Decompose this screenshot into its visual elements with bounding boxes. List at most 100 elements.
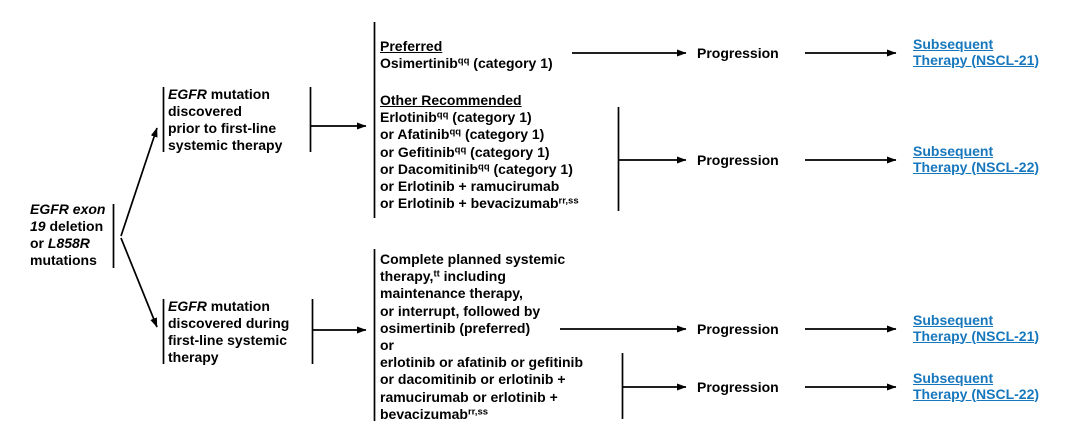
text-segment: discovered during: [168, 315, 290, 331]
text-segment: therapy: [168, 349, 219, 365]
text-segment: 19: [30, 218, 46, 234]
text-segment: maintenance therapy,: [380, 285, 523, 302]
text-segment: including: [439, 268, 506, 285]
link-line[interactable]: Therapy (NSCL-22): [913, 158, 1040, 175]
text-segment: or Erlotinib + ramucirumab: [380, 178, 560, 195]
text-line: or: [380, 337, 583, 354]
text-line: or interrupt, followed by: [380, 303, 583, 320]
text-segment: or Erlotinib + bevacizumab: [380, 195, 559, 212]
link-subsequent-therapy-nscl-22-top[interactable]: Subsequent Therapy (NSCL-22): [913, 143, 1040, 175]
text-segment: or dacomitinib or erlotinib +: [380, 371, 566, 388]
text-segment: L858R: [47, 235, 90, 251]
text-segment: deletion: [45, 218, 104, 234]
text-segment: or Gefitinib: [380, 143, 455, 160]
text-line: or dacomitinib or erlotinib +: [380, 371, 583, 388]
link-line[interactable]: Subsequent: [913, 143, 994, 159]
text-line: therapy: [168, 349, 289, 366]
link-line[interactable]: Therapy (NSCL-22): [913, 385, 1040, 402]
footnote-superscript: qq: [449, 126, 462, 138]
text-segment: systemic therapy: [168, 137, 283, 153]
progression-label-3: Progression: [697, 321, 779, 337]
progression-label-1: Progression: [697, 45, 779, 61]
text-line: ramucirumab or erlotinib +: [380, 389, 583, 406]
text-line: bevacizumabrr,ss: [380, 406, 583, 423]
link-subsequent-therapy-nscl-21-top[interactable]: Subsequent Therapy (NSCL-21): [913, 36, 1040, 68]
text-line: Preferred: [380, 38, 553, 55]
text-segment: Osimertinib: [380, 55, 458, 72]
progression-label-4: Progression: [697, 379, 779, 395]
text-line: EGFR mutation: [168, 86, 282, 103]
text-segment: erlotinib or afatinib or gefitinib: [380, 354, 583, 371]
text-segment: bevacizumab: [380, 405, 468, 422]
link-line[interactable]: Subsequent: [913, 36, 994, 52]
text-line: mutations: [30, 252, 105, 269]
text-segment: (category 1): [448, 109, 532, 126]
text-segment: first-line systemic: [168, 332, 288, 348]
text-segment: osimertinib (preferred): [380, 319, 531, 336]
text-segment: EGFR exon: [30, 201, 106, 217]
text-segment: or Afatinib: [380, 126, 450, 143]
link-subsequent-therapy-nscl-22-bottom[interactable]: Subsequent Therapy (NSCL-22): [913, 370, 1040, 402]
text-segment: (category 1): [466, 143, 550, 160]
text-segment: mutation: [206, 86, 270, 102]
text-line: osimertinib (preferred): [380, 320, 583, 337]
text-line: or Erlotinib + bevacizumabrr,ss: [380, 195, 579, 212]
text-line: 19 deletion: [30, 218, 105, 235]
text-segment: or interrupt, followed by: [380, 302, 541, 319]
text-line: or L858R: [30, 235, 105, 252]
text-segment: Erlotinib: [380, 109, 437, 126]
text-line: therapy,tt including: [380, 268, 583, 285]
footnote-superscript: tt: [433, 268, 440, 280]
text-segment: or: [30, 235, 48, 251]
text-line: erlotinib or afatinib or gefitinib: [380, 354, 583, 371]
footnote-superscript: qq: [457, 55, 470, 67]
text-segment: Complete planned systemic: [380, 251, 566, 267]
text-segment: prior to first-line: [168, 120, 277, 136]
text-line: EGFR exon: [30, 201, 105, 218]
footnote-superscript: rr,ss: [467, 406, 489, 418]
text-segment: mutations: [30, 252, 97, 268]
text-line: discovered: [168, 103, 282, 120]
text-line: Complete planned systemic: [380, 251, 583, 268]
link-line[interactable]: Subsequent: [913, 370, 994, 386]
text-line: Erlotinibqq (category 1): [380, 109, 579, 126]
text-line: Other Recommended: [380, 92, 579, 109]
text-line: or Dacomitinibqq (category 1): [380, 161, 579, 178]
footnote-superscript: rr,ss: [558, 195, 579, 207]
text-segment: or Dacomitinib: [380, 160, 479, 177]
text-line: Osimertinibqq (category 1): [380, 55, 553, 72]
text-line: or Erlotinib + ramucirumab: [380, 178, 579, 195]
text-line: systemic therapy: [168, 137, 282, 154]
text-segment: EGFR: [168, 298, 207, 314]
footnote-superscript: qq: [454, 144, 467, 156]
text-segment: Preferred: [380, 38, 443, 54]
text-line: first-line systemic: [168, 332, 289, 349]
text-line: or Gefitinibqq (category 1): [380, 144, 579, 161]
text-segment: discovered: [168, 103, 242, 119]
text-segment: or: [380, 337, 394, 354]
text-segment: mutation: [206, 298, 270, 314]
link-line[interactable]: Subsequent: [913, 312, 994, 328]
text-segment: Other Recommended: [380, 92, 522, 108]
link-line[interactable]: Therapy (NSCL-21): [913, 327, 1040, 344]
link-line[interactable]: Therapy (NSCL-21): [913, 51, 1040, 68]
text-line: prior to first-line: [168, 120, 282, 137]
text-segment: EGFR: [168, 86, 207, 102]
text-line: or Afatinibqq (category 1): [380, 126, 579, 143]
text-segment: ramucirumab or erlotinib +: [380, 388, 558, 405]
link-subsequent-therapy-nscl-21-bottom[interactable]: Subsequent Therapy (NSCL-21): [913, 312, 1040, 344]
text-line: maintenance therapy,: [380, 285, 583, 302]
footnote-superscript: qq: [478, 161, 490, 173]
text-segment: (category 1): [461, 126, 545, 143]
progression-label-2: Progression: [697, 152, 779, 168]
text-segment: (category 1): [469, 55, 553, 72]
text-segment: therapy,: [380, 268, 434, 285]
